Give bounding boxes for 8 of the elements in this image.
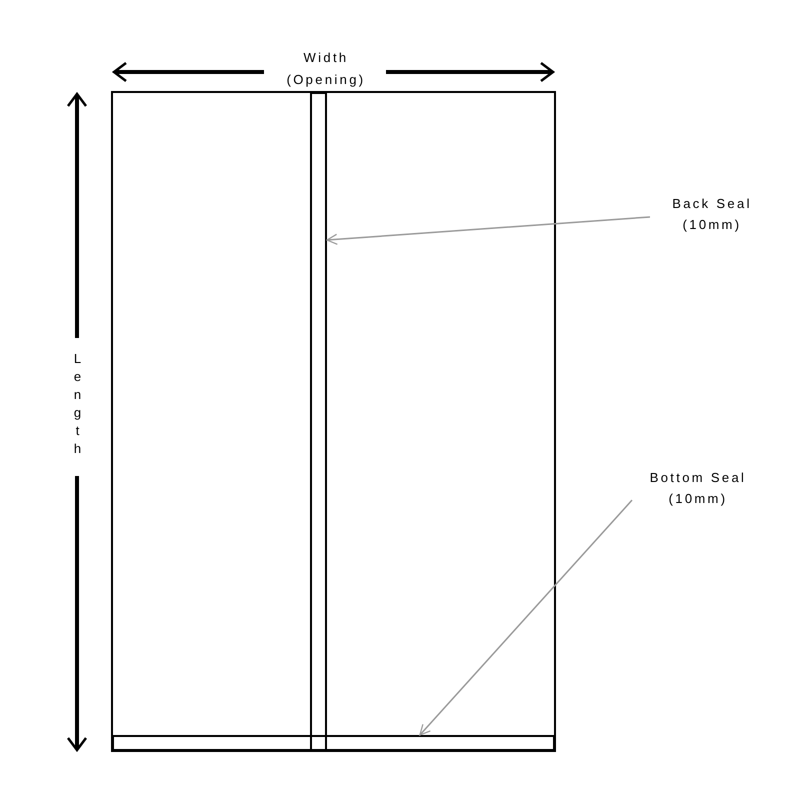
callout-label: Back Seal (10mm) xyxy=(650,193,774,235)
dimension-label: Width (Opening) xyxy=(286,49,366,89)
seal-strip xyxy=(112,735,555,751)
dimension-label: Length xyxy=(73,350,82,458)
callout-label: Bottom Seal (10mm) xyxy=(632,467,764,509)
leader-line xyxy=(419,500,633,736)
seal-strip xyxy=(310,92,327,751)
leader-line xyxy=(326,216,650,245)
